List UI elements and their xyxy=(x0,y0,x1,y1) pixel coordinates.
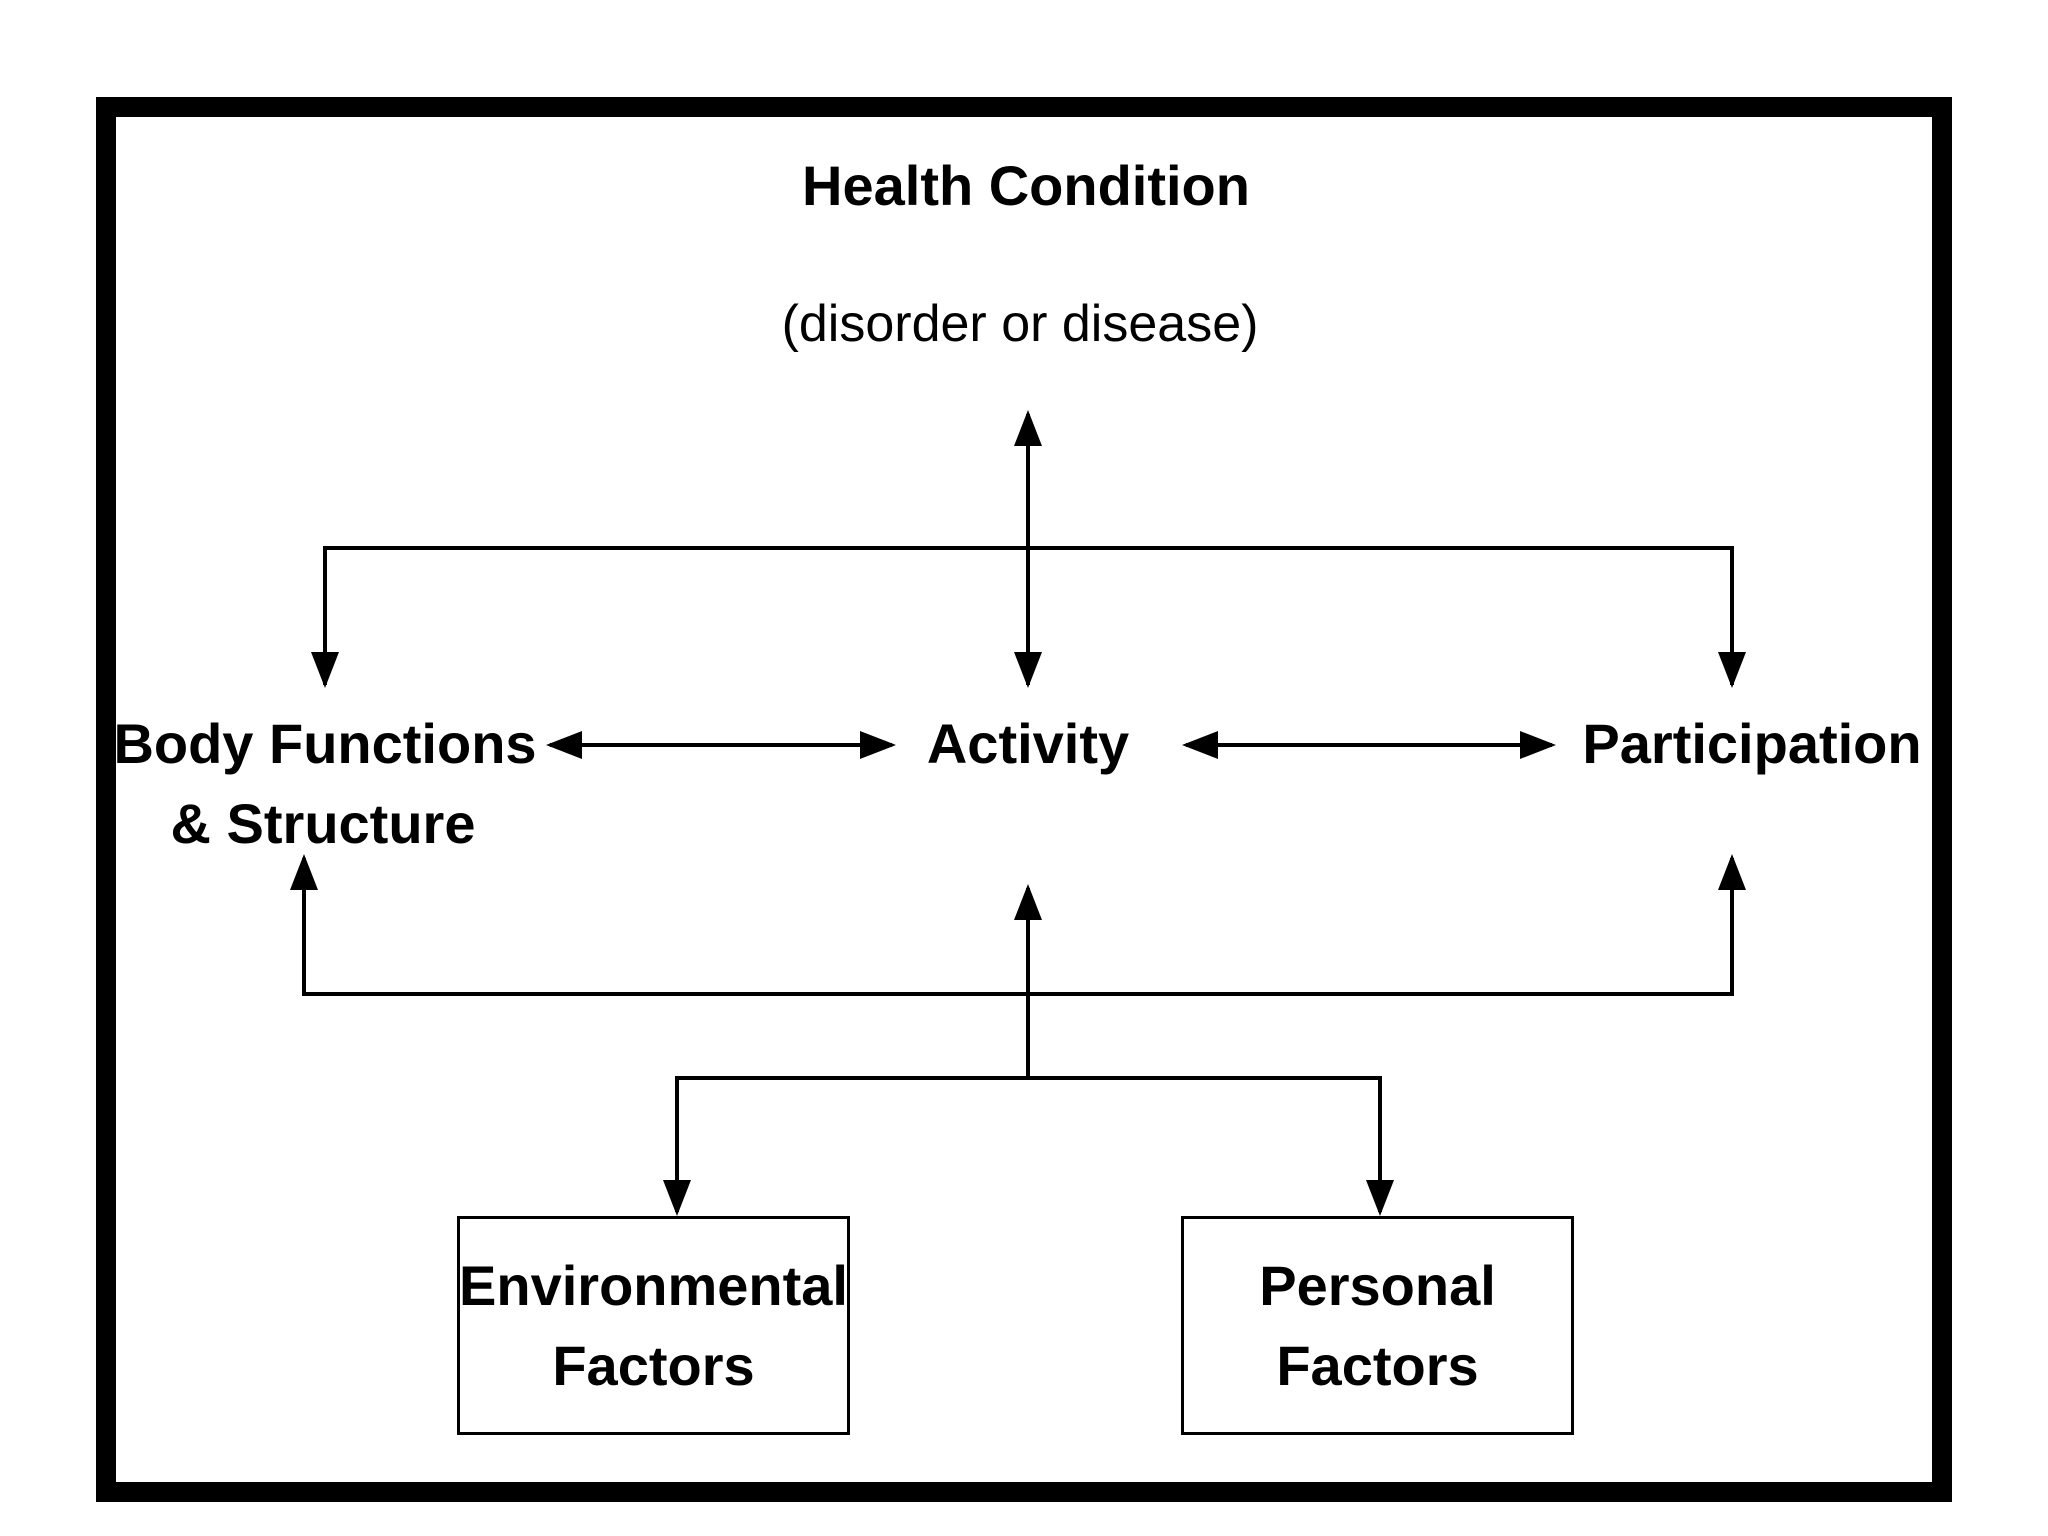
arrowhead-down-personal xyxy=(1366,1180,1394,1216)
arrowhead-up-body xyxy=(290,854,318,890)
outer-frame xyxy=(96,97,1952,1502)
participation-label: Participation xyxy=(1582,712,1922,775)
arrowhead-down-participation xyxy=(1718,652,1746,688)
personal-factors-box: Personal Factors xyxy=(1181,1216,1574,1435)
health-condition-subtitle: (disorder or disease) xyxy=(781,295,1259,353)
arrowhead-right-activity xyxy=(860,731,896,759)
arrowhead-down-environmental xyxy=(663,1180,691,1216)
top-connector xyxy=(323,546,1734,685)
arrowhead-left-activity xyxy=(1182,731,1218,759)
arrowhead-up-participation xyxy=(1718,854,1746,890)
arrowhead-left-body xyxy=(546,731,582,759)
arrowhead-down-activity xyxy=(1014,652,1042,688)
body-functions-line1: Body Functions xyxy=(113,712,537,775)
environmental-factors-box: Environmental Factors xyxy=(457,1216,850,1435)
factors-connector xyxy=(675,1076,1382,1212)
body-functions-line2: & Structure xyxy=(170,792,476,855)
environmental-factors-line1: Environmental xyxy=(459,1253,848,1317)
bottom-connector xyxy=(302,858,1734,996)
environmental-factors-line2: Factors xyxy=(552,1333,755,1397)
arrowhead-down-body xyxy=(311,652,339,688)
health-condition-title: Health Condition xyxy=(802,154,1250,217)
arrowhead-up-activity xyxy=(1014,884,1042,920)
personal-factors-line2: Factors xyxy=(1276,1333,1479,1397)
arrowhead-up-health xyxy=(1014,410,1042,446)
arrowhead-right-participation xyxy=(1520,731,1556,759)
personal-factors-line1: Personal xyxy=(1259,1253,1496,1317)
activity-label: Activity xyxy=(926,712,1130,775)
